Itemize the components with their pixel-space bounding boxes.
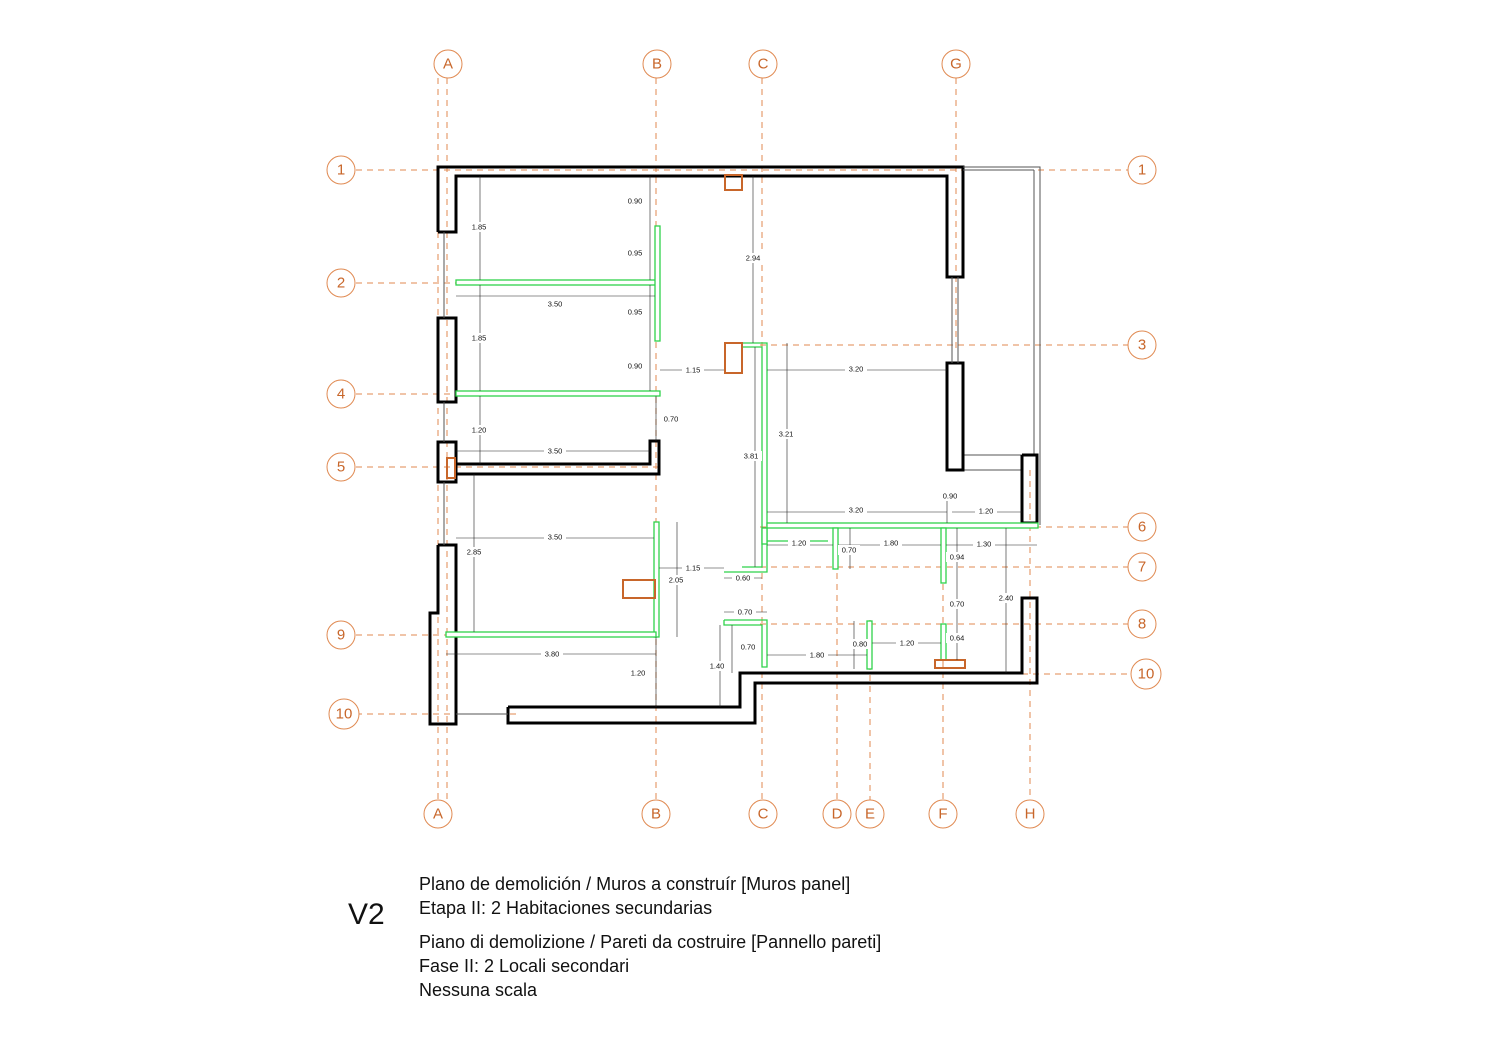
grid-bubble-left-2: 2 <box>326 268 356 298</box>
dim-label: 0.80 <box>853 640 868 649</box>
svg-text:9: 9 <box>337 627 345 644</box>
grid-bubble-bottom-d: D <box>822 799 852 829</box>
grid-bubble-right-10: 10 <box>1130 658 1162 690</box>
dim-label: 0.64 <box>950 634 965 643</box>
title-italian: Piano di demolizione / Pareti da costrui… <box>419 932 882 952</box>
dim-label: 1.15 <box>686 564 701 573</box>
svg-text:7: 7 <box>1138 559 1146 576</box>
grid-bubble-top-c: C <box>748 49 778 79</box>
grid-bubble-right-3: 3 <box>1127 330 1157 360</box>
svg-text:C: C <box>758 806 769 823</box>
dim-label: 1.80 <box>810 651 825 660</box>
svg-text:A: A <box>443 56 453 73</box>
svg-text:10: 10 <box>336 706 353 723</box>
dim-label: 1.20 <box>631 669 646 678</box>
grid-bubble-bottom-a: A <box>423 799 453 829</box>
grid-bubble-right-1: 1 <box>1127 155 1157 185</box>
dim-label: 1.40 <box>710 662 725 671</box>
grid-bubble-left-5: 5 <box>326 452 356 482</box>
svg-text:2: 2 <box>337 275 345 292</box>
dim-label: 2.94 <box>746 254 761 263</box>
dim-label: 1.20 <box>979 507 994 516</box>
dim-label: 3.20 <box>849 365 864 374</box>
dimension-labels: 1.85 1.85 1.20 2.85 0.90 0.95 0.95 0.90 … <box>463 196 1017 678</box>
svg-text:D: D <box>832 806 843 823</box>
grid-bubble-right-6: 6 <box>1127 512 1157 542</box>
svg-text:6: 6 <box>1138 519 1146 536</box>
grid-bubble-bottom-b: B <box>641 799 671 829</box>
title-spanish: Plano de demolición / Muros a construír … <box>419 874 851 894</box>
dim-label: 2.85 <box>467 548 482 557</box>
svg-text:1: 1 <box>337 162 345 179</box>
svg-text:C: C <box>758 56 769 73</box>
grid-bubble-top-a: A <box>433 49 463 79</box>
dim-label: 2.05 <box>669 576 684 585</box>
dim-label: 0.70 <box>842 546 857 555</box>
existing-walls <box>428 165 1041 726</box>
grid-bubble-right-8: 8 <box>1127 609 1157 639</box>
grid-bubble-left-9: 9 <box>326 620 356 650</box>
svg-text:5: 5 <box>337 459 345 476</box>
svg-text:1: 1 <box>1138 162 1146 179</box>
grid-bubble-left-4: 4 <box>326 379 356 409</box>
dim-label: 3.50 <box>548 300 563 309</box>
dim-label: 0.90 <box>628 362 643 371</box>
svg-text:4: 4 <box>337 386 345 403</box>
svg-text:G: G <box>950 56 962 73</box>
svg-text:F: F <box>938 806 947 823</box>
svg-text:B: B <box>651 806 661 823</box>
dim-label: 1.20 <box>792 539 807 548</box>
grid-bubble-bottom-f: F <box>928 799 958 829</box>
dim-label: 0.70 <box>950 600 965 609</box>
dim-label: 0.95 <box>628 249 643 258</box>
dim-label: 2.40 <box>999 594 1014 603</box>
dim-label: 0.60 <box>736 574 751 583</box>
stage-spanish: Etapa II: 2 Habitaciones secundarias <box>419 898 713 918</box>
dim-label: 1.85 <box>472 223 487 232</box>
dim-label: 0.70 <box>738 608 753 617</box>
dim-label: 1.80 <box>884 539 899 548</box>
stage-italian: Fase II: 2 Locali secondari <box>419 956 630 976</box>
svg-text:3: 3 <box>1138 337 1146 354</box>
dim-label: 3.80 <box>545 650 560 659</box>
svg-text:B: B <box>652 56 662 73</box>
grid-bubble-left-10: 10 <box>328 698 360 730</box>
svg-text:10: 10 <box>1138 666 1155 683</box>
sheet-title-block: Plano de demolición / Muros a construír … <box>419 872 1119 1002</box>
grid-bubble-bottom-c: C <box>748 799 778 829</box>
svg-text:8: 8 <box>1138 616 1146 633</box>
dim-label: 0.90 <box>628 197 643 206</box>
dim-label: 1.20 <box>472 426 487 435</box>
sheet-code: V2 <box>348 898 385 931</box>
dim-label: 0.94 <box>950 553 965 562</box>
dim-label: 3.50 <box>548 533 563 542</box>
grid-bubble-left-1: 1 <box>326 155 356 185</box>
grid-bubble-right-7: 7 <box>1127 552 1157 582</box>
svg-text:H: H <box>1025 806 1036 823</box>
dim-label: 3.20 <box>849 506 864 515</box>
dim-label: 0.70 <box>664 415 679 424</box>
grid-bubble-bottom-h: H <box>1015 799 1045 829</box>
dim-label: 3.50 <box>548 447 563 456</box>
columns <box>446 174 966 669</box>
dim-label: 0.90 <box>943 492 958 501</box>
svg-text:A: A <box>433 806 443 823</box>
dim-label: 3.81 <box>744 452 759 461</box>
dim-label: 1.20 <box>900 639 915 648</box>
grid-bubble-bottom-e: E <box>855 799 885 829</box>
dim-label: 1.15 <box>686 366 701 375</box>
dim-label: 1.85 <box>472 334 487 343</box>
dim-label: 0.70 <box>741 643 756 652</box>
dim-label: 0.95 <box>628 308 643 317</box>
svg-text:E: E <box>865 806 875 823</box>
grid-bubble-top-b: B <box>642 49 672 79</box>
dim-label: 3.21 <box>779 430 794 439</box>
grid-bubble-top-g: G <box>941 49 971 79</box>
dim-label: 1.30 <box>977 540 992 549</box>
scale-note: Nessuna scala <box>419 980 538 1000</box>
